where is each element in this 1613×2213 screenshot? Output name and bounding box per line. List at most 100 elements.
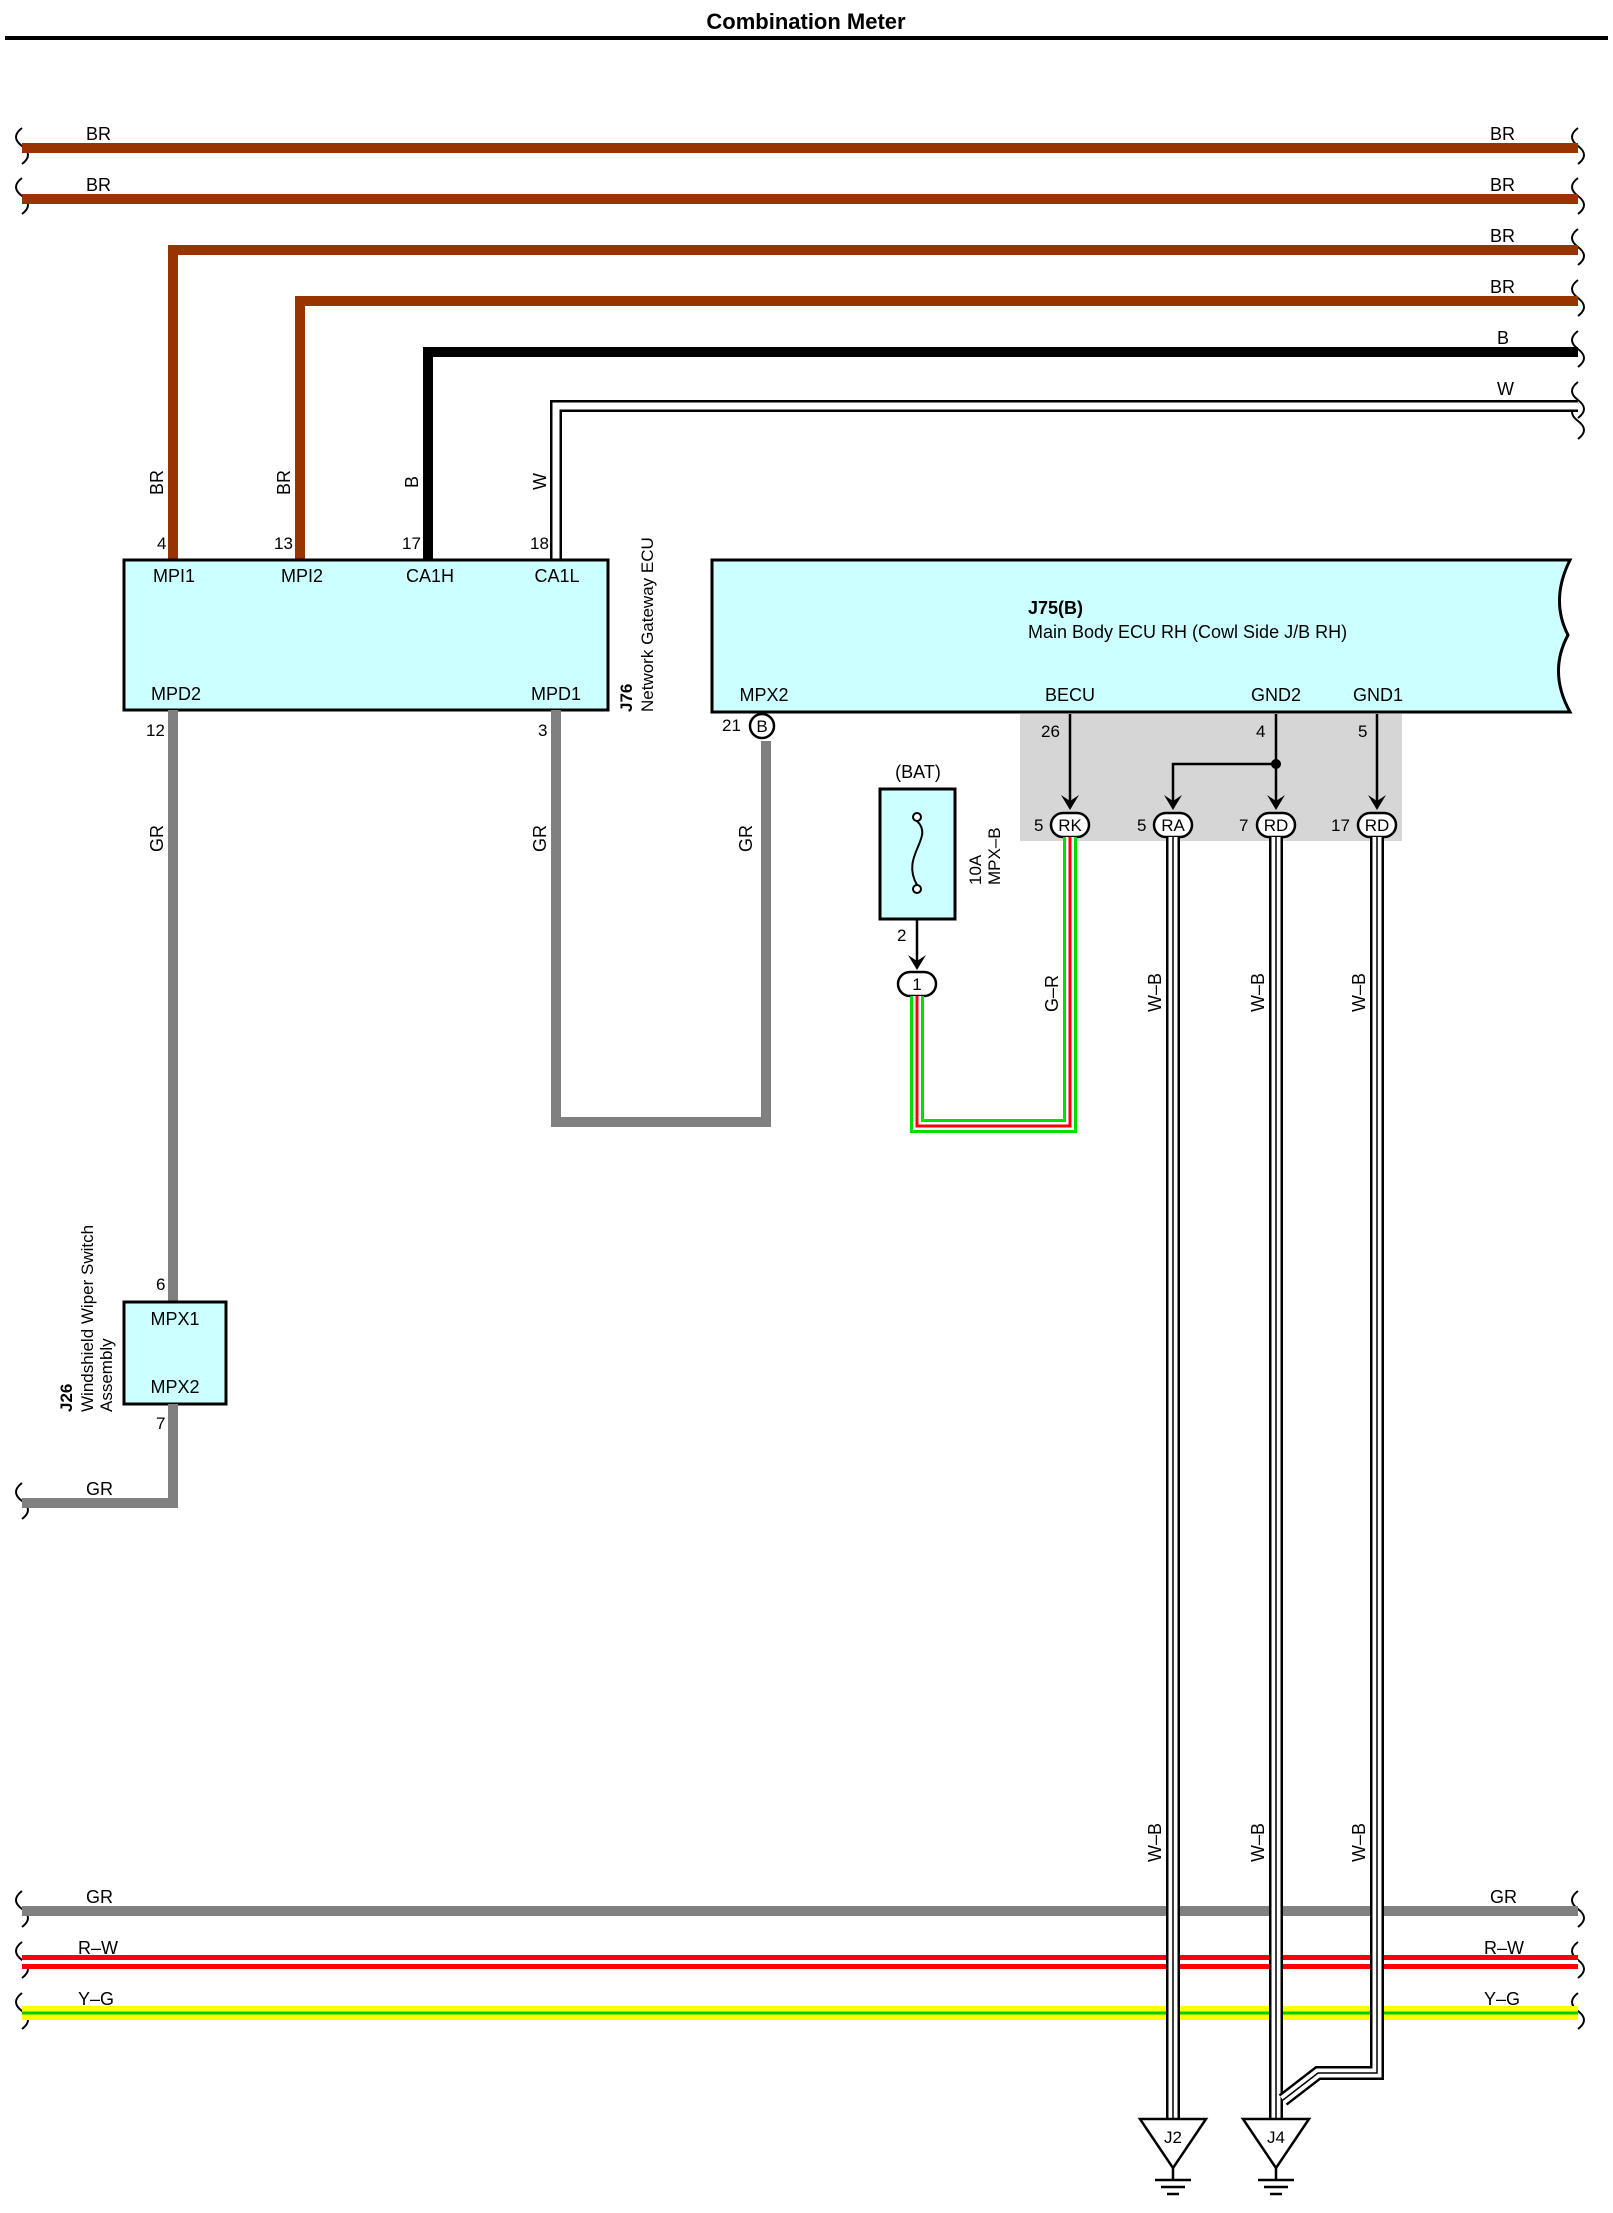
wire-label: BR xyxy=(1490,124,1515,144)
pin-number: 5 xyxy=(1358,722,1367,741)
wire-label: BR xyxy=(1490,226,1515,246)
pin-label: MPD1 xyxy=(531,684,581,704)
pin-number: 21 xyxy=(722,716,741,735)
pin-number: 7 xyxy=(156,1414,165,1433)
pin-label: GND1 xyxy=(1353,685,1403,705)
pin-label: CA1L xyxy=(534,566,579,586)
wire-label: W–B xyxy=(1349,973,1369,1012)
wiper-switch-box xyxy=(122,1300,228,1406)
pin-label: CA1H xyxy=(406,566,454,586)
pin-number: 7 xyxy=(1239,816,1248,835)
pin-number: 12 xyxy=(146,721,165,740)
pin-number: 2 xyxy=(897,926,906,945)
pin-number: 6 xyxy=(156,1275,165,1294)
jb-connector-rd: RD xyxy=(1356,811,1398,839)
wire-label: W xyxy=(1497,379,1514,399)
svg-text:RD: RD xyxy=(1365,816,1390,835)
wire-label: W–B xyxy=(1145,1823,1165,1862)
wire-label: GR xyxy=(86,1887,113,1907)
wire-label: BR xyxy=(86,124,111,144)
pin-number: 18 xyxy=(530,534,549,553)
jb-connector-rk: RK xyxy=(1049,811,1091,839)
connector-b: B xyxy=(748,712,776,740)
wire-label: GR xyxy=(86,1479,113,1499)
pin-number: 13 xyxy=(274,534,293,553)
wire-gr-wiper-out xyxy=(22,1404,178,1508)
connector-1: 1 xyxy=(896,970,938,998)
component-name: Assembly xyxy=(97,1338,116,1412)
wire-label: GR xyxy=(1490,1887,1517,1907)
wire-label: BR xyxy=(147,470,167,495)
jb-connector-ra: RA xyxy=(1152,811,1194,839)
wire-break-marks xyxy=(15,127,1585,2030)
wire-label: W–B xyxy=(1248,973,1268,1012)
wire-label: BR xyxy=(1490,175,1515,195)
svg-text:RK: RK xyxy=(1058,816,1082,835)
component-code: J75(B) xyxy=(1028,598,1083,618)
pin-number: 4 xyxy=(157,534,166,553)
component-code: J76 xyxy=(617,684,636,712)
page-title: Combination Meter xyxy=(706,9,906,34)
wire-g-r xyxy=(910,837,1077,1133)
pin-label: MPD2 xyxy=(151,684,201,704)
gateway-ecu-box xyxy=(122,558,610,712)
wire-label: R–W xyxy=(1484,1938,1524,1958)
body-ecu-box xyxy=(710,558,1573,714)
ground-j4: J4 xyxy=(1240,2117,1312,2196)
wire-label: GR xyxy=(530,825,550,852)
wire-label: B xyxy=(1497,328,1509,348)
wire-label: Y–G xyxy=(78,1989,114,2009)
wire-label: W–B xyxy=(1145,973,1165,1012)
pin-label: BECU xyxy=(1045,685,1095,705)
component-code: J26 xyxy=(57,1384,76,1412)
wire-b-ca1h xyxy=(423,347,1578,560)
wire-label: W–B xyxy=(1248,1823,1268,1862)
wire-br-mpi1 xyxy=(168,245,1578,560)
component-name: Main Body ECU RH (Cowl Side J/B RH) xyxy=(1028,622,1347,642)
pin-label: MPI2 xyxy=(281,566,323,586)
wire-label: GR xyxy=(147,825,167,852)
wire-gr-mpd1-mpx2 xyxy=(551,710,771,1127)
fuse-box xyxy=(878,787,957,921)
wire-br-mpi2 xyxy=(295,296,1578,560)
pin-label: MPI1 xyxy=(153,566,195,586)
wire-label: W xyxy=(530,473,550,490)
pin-label: MPX1 xyxy=(150,1309,199,1329)
pin-label: MPX2 xyxy=(739,685,788,705)
pin-number: 3 xyxy=(538,721,547,740)
svg-text:RA: RA xyxy=(1161,816,1185,835)
svg-text:B: B xyxy=(756,717,767,736)
component-name: Network Gateway ECU xyxy=(638,537,657,712)
fuse-rating: 10A xyxy=(966,854,985,885)
fuse-name: MPX–B xyxy=(985,827,1004,885)
svg-text:J4: J4 xyxy=(1267,2128,1285,2147)
wire-label: W–B xyxy=(1349,1823,1369,1862)
pin-number: 4 xyxy=(1256,722,1265,741)
wire-w-b-rd-gnd1 xyxy=(1278,837,1384,2106)
wire-label: R–W xyxy=(78,1938,118,1958)
pin-number: 5 xyxy=(1034,816,1043,835)
pin-number: 17 xyxy=(1331,816,1350,835)
pin-number: 26 xyxy=(1041,722,1060,741)
fuse-supply-label: (BAT) xyxy=(895,762,941,782)
svg-text:RD: RD xyxy=(1264,816,1289,835)
pin-label: MPX2 xyxy=(150,1377,199,1397)
wire-label: B xyxy=(402,476,422,488)
pin-number: 17 xyxy=(402,534,421,553)
ground-j2: J2 xyxy=(1137,2117,1209,2196)
wire-label: BR xyxy=(274,470,294,495)
fuse-icon xyxy=(911,812,924,894)
wire-label: G–R xyxy=(1042,975,1062,1012)
wire-w-ca1l xyxy=(550,400,1578,560)
component-name: Windshield Wiper Switch xyxy=(78,1225,97,1412)
wire-label: GR xyxy=(736,825,756,852)
wire-label: BR xyxy=(86,175,111,195)
jb-connector-rd: RD xyxy=(1255,811,1297,839)
pin-label: GND2 xyxy=(1251,685,1301,705)
svg-text:1: 1 xyxy=(912,975,921,994)
connector-arrow xyxy=(908,955,926,970)
wire-label: Y–G xyxy=(1484,1989,1520,2009)
connector-arrows xyxy=(1061,795,1386,810)
wire-label: BR xyxy=(1490,277,1515,297)
